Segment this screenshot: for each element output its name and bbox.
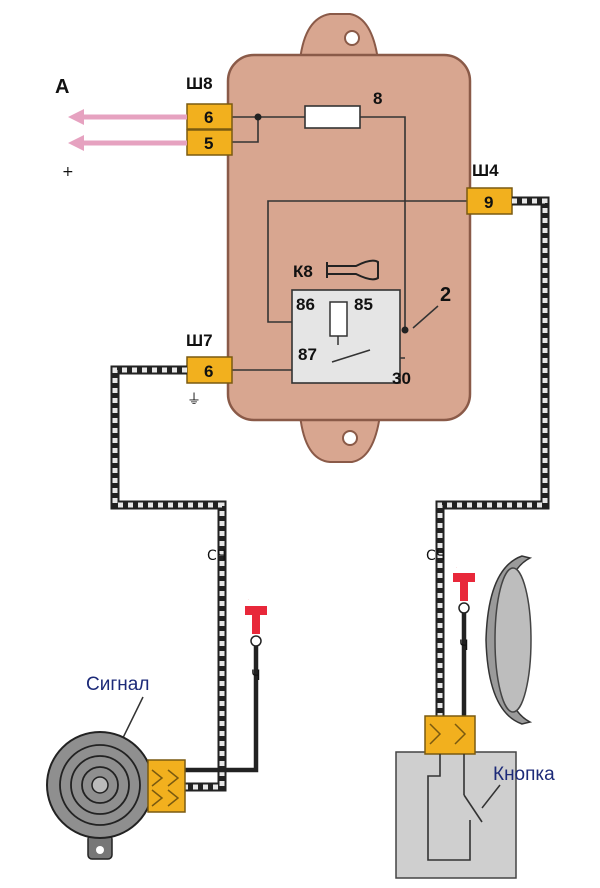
button-label: Кнопка: [493, 764, 555, 785]
relay-coil: [329, 301, 348, 337]
internal-wiring: [232, 116, 470, 371]
relay-k8: 86 85 87 30: [291, 289, 411, 388]
wire-sch-left: [110, 365, 227, 792]
button-device: [395, 715, 517, 879]
connector-sh4-pin-9-num: 9: [484, 193, 493, 212]
button-connector: [424, 715, 476, 755]
wire-ch-left: [185, 606, 267, 773]
ground-symbol: ⏚: [187, 392, 201, 408]
steering-wheel-pad: [485, 555, 533, 725]
wire-sch-right: [435, 196, 550, 718]
mount-hole-top: [344, 30, 360, 46]
wire-label-sch-right: СЧ: [426, 548, 445, 564]
connector-sh8-label: Ш8: [186, 74, 213, 93]
connector-sh7-label: Ш7: [186, 331, 213, 350]
marker-2-leader: [412, 305, 439, 329]
connector-sh4-label: Ш4: [472, 161, 499, 180]
relay-contact: [331, 349, 371, 363]
mounting-block: [226, 13, 472, 463]
horn-label: Сигнал: [86, 674, 149, 695]
input-label-a: А: [55, 76, 69, 98]
wire-label-ch-left: Ч: [251, 668, 261, 684]
marker-2: 2: [440, 284, 451, 306]
wire-ch-right: [453, 573, 475, 718]
connector-sh7-pin-6: [186, 356, 233, 384]
horn-icon: [326, 259, 379, 281]
fuse-label: 8: [373, 89, 382, 108]
button-label-leader: [481, 784, 501, 809]
relay-pin-30: 30: [392, 369, 411, 388]
fuse: [304, 105, 361, 129]
terminal-label-t-left: Т: [248, 599, 249, 601]
button-switch-contact: [463, 794, 483, 823]
relay-label: К8: [293, 262, 313, 281]
wire-label-ch-right: Ч: [459, 638, 469, 654]
junction-dot: [254, 113, 262, 121]
horn-device: [46, 731, 186, 860]
mount-hole-bottom: [342, 430, 358, 446]
input-wires-a: [68, 109, 187, 151]
connector-sh7-pin-6-num: 6: [204, 362, 213, 381]
wire-label-sch-left: СЧ: [207, 548, 226, 564]
junction-dot: [401, 326, 409, 334]
plus-sign: +: [62, 164, 74, 180]
relay-pin-87: 87: [298, 345, 317, 364]
connector-sh8-pin-5: [186, 129, 233, 156]
connector-sh8-pin-6-num: 6: [204, 108, 213, 127]
terminal-label-t-right: Т: [456, 567, 457, 569]
relay-pin-85: 85: [354, 295, 373, 314]
connector-sh8-pin-5-num: 5: [204, 134, 213, 153]
relay-pin-86: 86: [296, 295, 315, 314]
